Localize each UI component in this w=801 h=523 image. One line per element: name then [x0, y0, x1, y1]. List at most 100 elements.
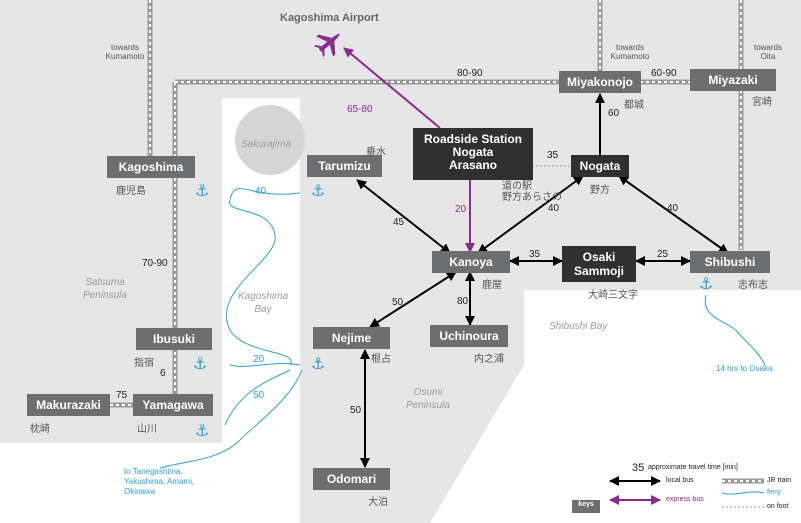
jp-tarumizu: 垂水 [366, 147, 386, 158]
note-towards-kumamoto-left: towards Kumamoto [100, 43, 150, 61]
area-kagoshima-bay-1: Kagoshima [237, 291, 289, 302]
jp-roadside: 道の駅 野方あらさの [502, 181, 562, 203]
time-rail-miyakonojo-miyazaki: 60-90 [651, 68, 677, 79]
jp-shibushi: 志布志 [738, 280, 768, 291]
time-rail-kagoshima-ibusuki: 70-90 [142, 258, 168, 269]
anchor-icon-yamagawa: ⚓ [195, 421, 210, 440]
sakurajima-island [235, 105, 305, 175]
time-bus-nejime-kanoya: 50 [392, 297, 404, 308]
jp-miyakonojo: 都城 [624, 100, 644, 111]
local-bus-lines [356, 93, 729, 468]
legend-sample-time: 35 [632, 462, 645, 474]
station-kanoya[interactable]: Kanoya [432, 251, 510, 273]
note-tane-2: Yakushima, Amami, [124, 477, 195, 486]
note-to-2: Oita [760, 52, 776, 61]
station-osaki-sammoji[interactable]: Osaki Sammoji [562, 246, 636, 282]
time-ferry-yamagawa-nejime: 50 [253, 390, 265, 401]
legend-keys: keys [578, 501, 594, 508]
jp-nogata: 野方 [590, 185, 610, 196]
station-roadside-nogata-arasano[interactable]: Roadside Station Nogata Arasano [413, 128, 533, 180]
station-miyazaki[interactable]: Miyazaki [690, 69, 776, 91]
time-ferry-ibusuki-nejime: 20 [253, 354, 265, 365]
station-nogata[interactable]: Nogata [571, 155, 629, 177]
anchor-icon-shibushi: ⚓ [699, 274, 714, 293]
time-bus-nogata-kanoya: 40 [548, 203, 560, 214]
time-bus-kanoya-uchinoura: 80 [457, 296, 469, 307]
area-sakurajima: Sakurajima [241, 139, 292, 150]
time-express-roadside-kanoya: 20 [455, 204, 467, 215]
legend-local-bus: local bus [666, 477, 694, 484]
time-express-airport: 65-80 [347, 104, 373, 115]
note-to-tanegashima: to Tanegashima, Yakushima, Amami, Okinaw… [124, 467, 194, 497]
note-towards-oita: towards Oita [748, 43, 788, 61]
note-tk-left-1: towards [110, 43, 139, 52]
airport-label: Kagoshima Airport [280, 12, 379, 24]
area-osumi-2: Peninsula [406, 400, 450, 411]
jp-kanoya: 鹿屋 [482, 280, 502, 291]
station-tarumizu[interactable]: Tarumizu [307, 155, 382, 177]
time-bus-tarumizu-kanoya: 45 [393, 217, 405, 228]
station-uchinoura[interactable]: Uchinoura [430, 325, 508, 347]
time-rail-ibusuki-yamagawa: 6 [160, 368, 166, 379]
station-yamagawa[interactable]: Yamagawa [133, 394, 213, 416]
time-bus-nogata-shibushi: 40 [667, 203, 679, 214]
area-satsuma-1: Satsuma [85, 277, 125, 288]
note-to-osaka: 14 hrs to Osaka [716, 364, 773, 373]
area-satsuma-2: Peninsula [83, 290, 127, 301]
legend-lines [572, 476, 765, 513]
time-foot-roadside-nogata: 35 [547, 150, 559, 161]
station-ibusuki[interactable]: Ibusuki [136, 328, 212, 350]
area-shibushi-bay: Shibushi Bay [549, 321, 608, 332]
jp-uchinoura: 内之浦 [474, 354, 504, 365]
note-tane-3: Okinawa [124, 487, 156, 496]
anchor-icon-tarumizu: ⚓ [311, 181, 326, 200]
roadside-line-2: Nogata [452, 145, 494, 159]
legend-jr-train: JR train [767, 477, 792, 484]
station-odomari[interactable]: Odomari [313, 468, 390, 490]
roadside-line-1: Roadside Station [423, 132, 522, 146]
time-bus-nejime-odomari: 50 [350, 405, 362, 416]
plane-icon [314, 33, 340, 58]
roadside-line-3: Arasano [448, 158, 498, 172]
jp-yamagawa: 山川 [137, 424, 157, 435]
osaki-line-2: Sammoji [573, 264, 624, 278]
time-bus-kanoya-osaki: 35 [529, 249, 541, 260]
note-tane-1: to Tanegashima, [124, 467, 183, 476]
anchor-icon-nejime: ⚓ [311, 354, 326, 373]
jp-nejime: 根占 [371, 354, 391, 365]
note-to-1: towards [753, 43, 782, 52]
jp-roadside-2: 野方あらさの [502, 192, 562, 203]
station-miyakonojo[interactable]: Miyakonojo [559, 71, 641, 93]
jp-makurazaki: 枕崎 [30, 424, 50, 435]
note-tk-right-2: Kumamoto [610, 52, 650, 61]
station-kagoshima[interactable]: Kagoshima [107, 156, 195, 178]
station-makurazaki[interactable]: Makurazaki [27, 394, 110, 416]
jp-osaki: 大崎三文字 [588, 290, 638, 301]
area-osumi-1: Osumi [413, 387, 443, 398]
osaki-line-1: Osaki [582, 250, 616, 264]
time-rail-kagoshima-miyakonojo: 80-90 [457, 68, 483, 79]
note-tk-right-1: towards [615, 43, 644, 52]
area-satsuma-peninsula: Satsuma Peninsula [70, 276, 140, 302]
jp-miyazaki: 宮崎 [752, 97, 772, 108]
jp-odomari: 大泊 [368, 497, 388, 508]
legend-on-foot: on foot [767, 503, 789, 510]
legend-express-bus: express bus [666, 496, 704, 503]
area-osumi-peninsula: Osumi Peninsula [393, 386, 463, 412]
time-bus-miyakonojo-nogata: 60 [608, 108, 620, 119]
station-nejime[interactable]: Nejime [313, 327, 390, 349]
note-towards-kumamoto-right: towards Kumamoto [605, 43, 655, 61]
express-bus-lines [343, 47, 475, 253]
jr-rail-lines [110, 0, 744, 408]
time-rail-makurazaki-yamagawa: 75 [116, 390, 128, 401]
area-kagoshima-bay-2: Bay [254, 304, 272, 315]
ferry-lines [159, 188, 766, 469]
station-shibushi[interactable]: Shibushi [690, 251, 770, 273]
note-tk-left-2: Kumamoto [105, 52, 145, 61]
land-satsuma [0, 0, 222, 443]
legend-time-label: approximate travel time [min] [648, 464, 738, 471]
jp-ibusuki: 指宿 [134, 358, 154, 369]
anchor-icon-kagoshima: ⚓ [195, 181, 210, 200]
jp-roadside-1: 道の駅 [502, 181, 532, 192]
